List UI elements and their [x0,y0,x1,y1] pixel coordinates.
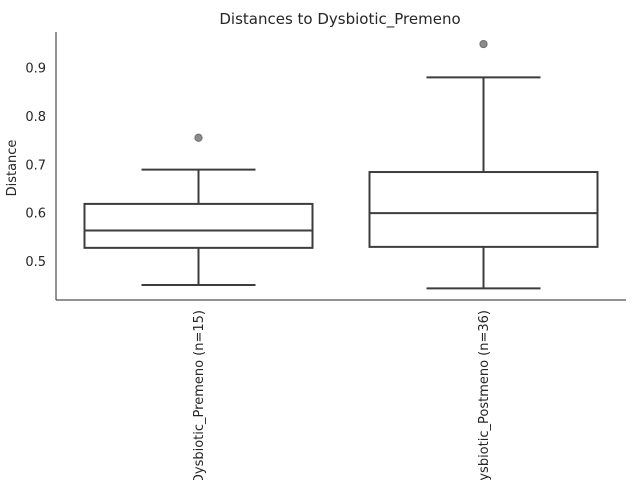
y-tick-label: 0.6 [25,207,46,222]
y-tick-label: 0.5 [25,255,46,270]
y-tick-label: 0.7 [25,158,46,173]
box-rect [368,171,599,248]
box-group [83,133,314,287]
box-group [368,39,599,290]
y-tick-label: 0.8 [25,110,46,125]
y-tick-label: 0.9 [25,62,46,77]
box-rect [83,202,314,249]
outlier-point [194,133,203,142]
y-axis-label: Distance [5,140,20,197]
outlier-point [479,39,488,49]
x-tick-label: Dysbiotic_Postmeno (n=36) [477,310,492,480]
x-tick-label: Dysbiotic_Premeno (n=15) [192,310,207,480]
chart-title: Distances to Dysbiotic_Premeno [219,10,460,29]
box-series [83,39,599,290]
y-axis-ticks: 0.5 0.6 0.7 0.8 0.9 [25,62,46,270]
x-axis-ticks: Dysbiotic_Premeno (n=15) Dysbiotic_Postme… [192,310,492,480]
